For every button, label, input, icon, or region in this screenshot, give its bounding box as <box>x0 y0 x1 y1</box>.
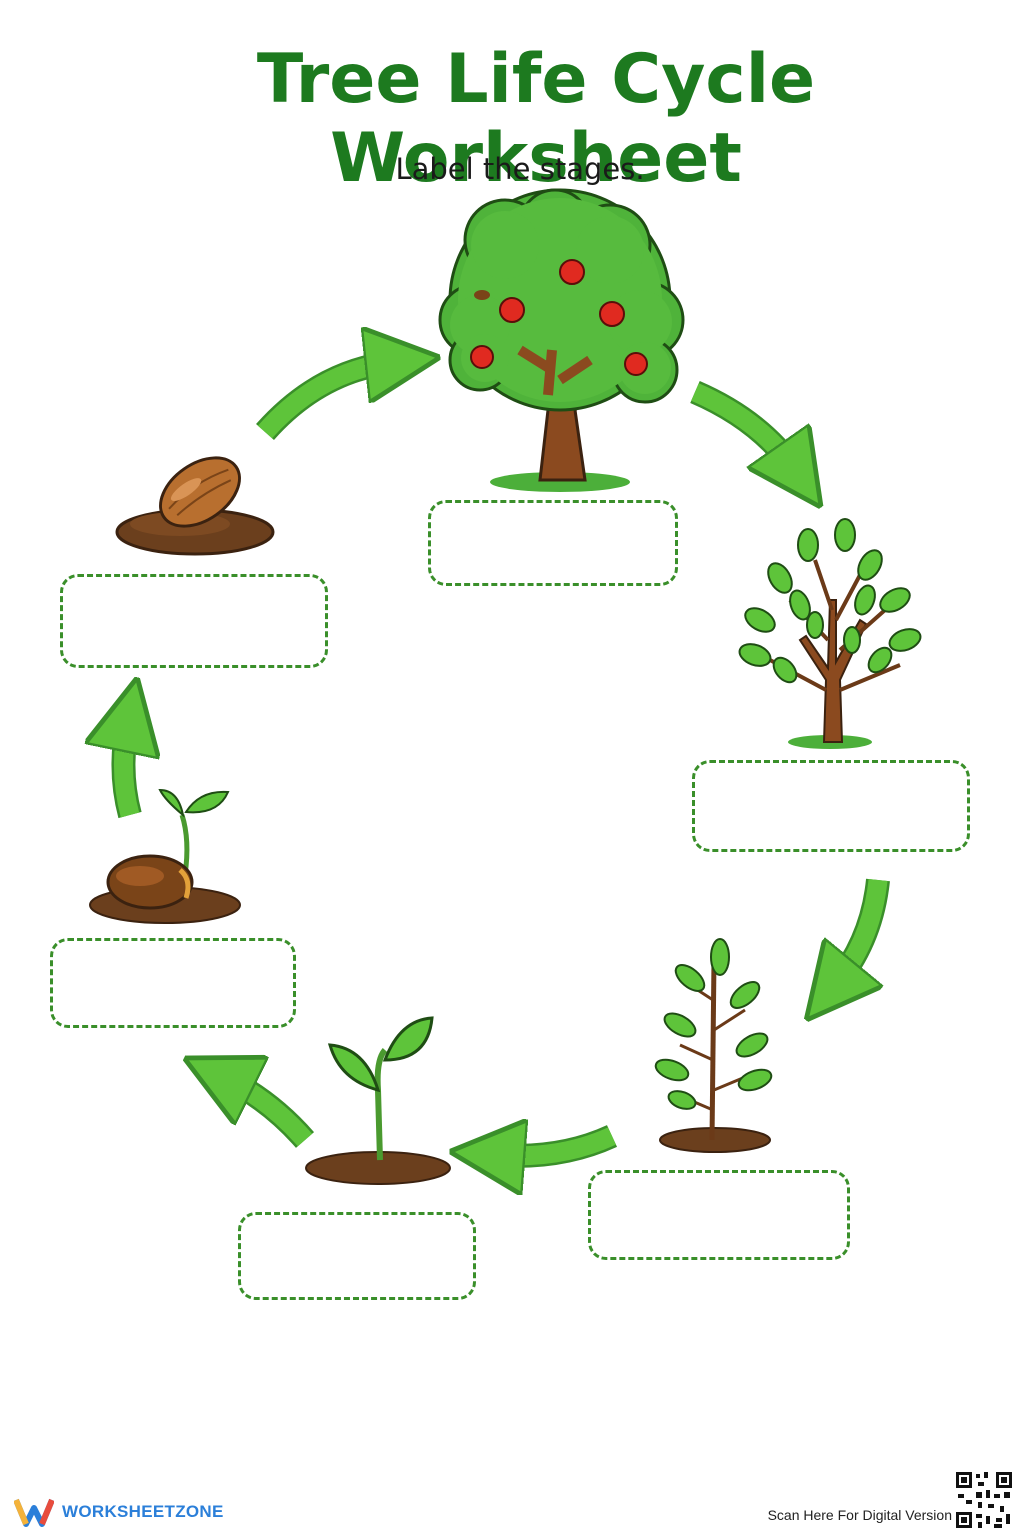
sprouting-seed-illustration <box>89 788 241 924</box>
stage-label-box-mature-tree[interactable] <box>428 500 678 586</box>
young-tree-illustration <box>654 938 773 1153</box>
stage-label-box-seed[interactable] <box>60 574 328 668</box>
scan-instruction: Scan Here For Digital Version <box>767 1507 952 1523</box>
mature-tree-illustration <box>438 188 685 492</box>
brand-name: WORKSHEETZONE <box>62 1502 224 1521</box>
w-logo-icon <box>14 1498 54 1527</box>
brand-logo[interactable]: WORKSHEETZONE <box>14 1496 224 1528</box>
seedling-illustration <box>305 1016 451 1185</box>
stage-label-box-sprouting-seed[interactable] <box>50 938 296 1028</box>
adult-tree-illustration <box>738 518 922 749</box>
stage-label-box-young-tree[interactable] <box>588 1170 850 1260</box>
cycle-arrows <box>123 362 890 1156</box>
apple-icon <box>470 259 648 376</box>
stage-label-box-adult-tree[interactable] <box>692 760 970 852</box>
stage-label-box-seedling[interactable] <box>238 1212 476 1300</box>
page-subtitle: Label the stages. <box>395 152 645 186</box>
page-title: Tree Life Cycle Worksheet <box>256 40 816 198</box>
seed-illustration <box>115 456 275 556</box>
qr-code-icon[interactable] <box>954 1470 1014 1530</box>
